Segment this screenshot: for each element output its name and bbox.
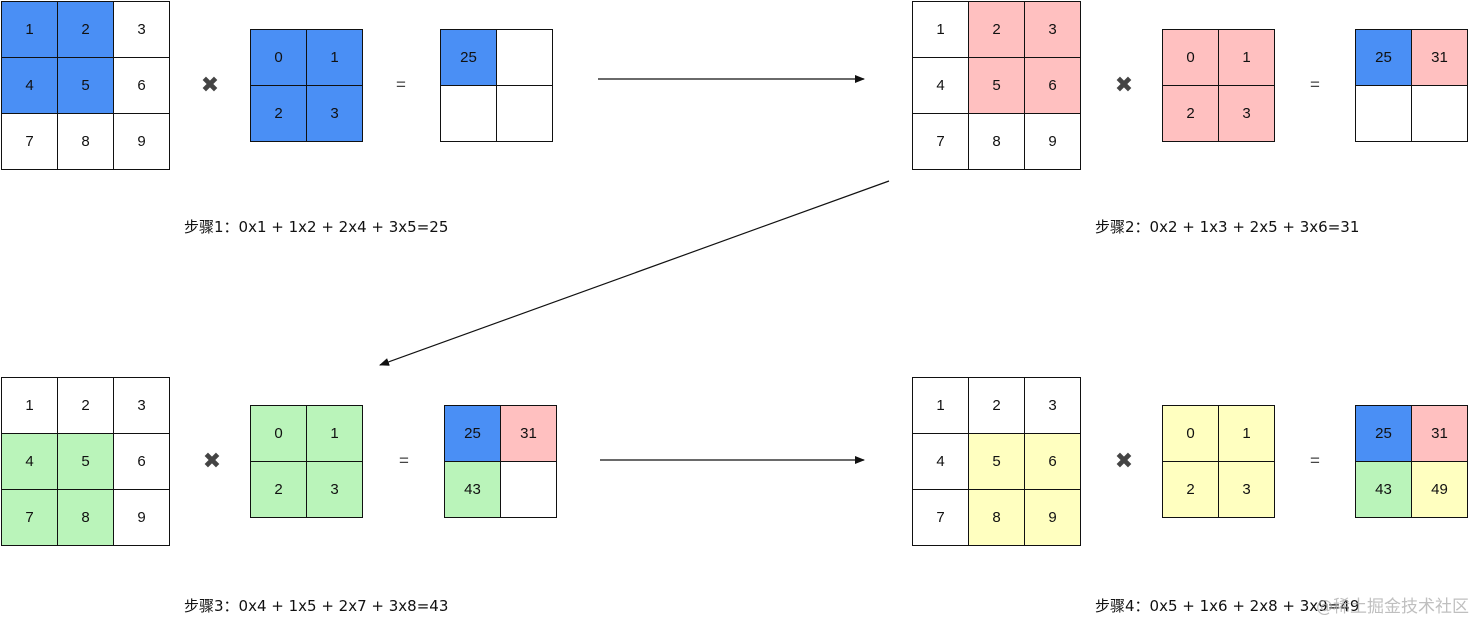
input-cell: 2	[58, 378, 114, 434]
kernel-cell: 3	[1219, 462, 1275, 518]
input-cell: 4	[913, 58, 969, 114]
output-cell: 31	[1412, 406, 1468, 462]
kernel-cell: 0	[251, 30, 307, 86]
output-cell	[501, 462, 557, 518]
input-cell: 4	[2, 58, 58, 114]
kernel-cell: 2	[251, 462, 307, 518]
step2-caption: 步骤2：0x2 + 1x3 + 2x5 + 3x6=31	[1095, 218, 1360, 236]
kernel-cell: 2	[1163, 462, 1219, 518]
output-cell: 49	[1412, 462, 1468, 518]
output-cell	[441, 86, 497, 142]
output-cell: 25	[1356, 406, 1412, 462]
input-cell: 1	[2, 2, 58, 58]
kernel-cell: 2	[1163, 86, 1219, 142]
kernel-cell: 0	[1163, 406, 1219, 462]
output-cell: 31	[1412, 30, 1468, 86]
input-cell: 7	[913, 114, 969, 170]
input-cell: 3	[114, 2, 170, 58]
input-cell: 1	[2, 378, 58, 434]
watermark: @稀土掘金技术社区	[1316, 597, 1469, 617]
input-cell: 9	[1025, 114, 1081, 170]
input-cell: 4	[2, 434, 58, 490]
kernel-cell: 0	[1163, 30, 1219, 86]
arrow-step2-to-step3	[379, 180, 890, 366]
input-cell: 7	[2, 490, 58, 546]
input-cell: 6	[114, 58, 170, 114]
kernel-cell: 3	[307, 86, 363, 142]
step1-caption: 步骤1：0x1 + 1x2 + 2x4 + 3x5=25	[184, 218, 449, 236]
input-cell: 5	[58, 58, 114, 114]
kernel-cell: 1	[307, 30, 363, 86]
input-cell: 3	[1025, 378, 1081, 434]
output-cell: 25	[445, 406, 501, 462]
step2-equals-sign: =	[1310, 75, 1320, 94]
step1-output-matrix: 25	[440, 29, 553, 142]
output-cell	[497, 30, 553, 86]
step4-caption: 步骤4：0x5 + 1x6 + 2x8 + 3x9=49	[1095, 597, 1360, 615]
step1-equals-sign: =	[396, 75, 406, 94]
output-cell: 25	[441, 30, 497, 86]
output-cell: 31	[501, 406, 557, 462]
output-cell: 25	[1356, 30, 1412, 86]
output-cell	[1412, 86, 1468, 142]
output-cell	[497, 86, 553, 142]
input-cell: 1	[913, 2, 969, 58]
kernel-cell: 3	[1219, 86, 1275, 142]
input-cell: 8	[58, 490, 114, 546]
kernel-cell: 0	[251, 406, 307, 462]
input-cell: 3	[114, 378, 170, 434]
output-cell	[1356, 86, 1412, 142]
input-cell: 2	[969, 2, 1025, 58]
step3-times-icon: ✖	[202, 448, 222, 473]
kernel-cell: 1	[1219, 30, 1275, 86]
input-cell: 7	[2, 114, 58, 170]
kernel-cell: 3	[307, 462, 363, 518]
input-cell: 5	[58, 434, 114, 490]
input-cell: 8	[969, 114, 1025, 170]
input-cell: 8	[969, 490, 1025, 546]
input-cell: 9	[114, 490, 170, 546]
input-cell: 6	[114, 434, 170, 490]
step3-caption: 步骤3：0x4 + 1x5 + 2x7 + 3x8=43	[184, 597, 449, 615]
input-cell: 9	[114, 114, 170, 170]
step4-times-icon: ✖	[1114, 448, 1134, 473]
input-cell: 5	[969, 58, 1025, 114]
input-cell: 3	[1025, 2, 1081, 58]
kernel-cell: 1	[1219, 406, 1275, 462]
step3-equals-sign: =	[399, 451, 409, 470]
input-cell: 6	[1025, 434, 1081, 490]
input-cell: 1	[913, 378, 969, 434]
output-cell: 43	[1356, 462, 1412, 518]
input-cell: 8	[58, 114, 114, 170]
input-cell: 6	[1025, 58, 1081, 114]
input-cell: 7	[913, 490, 969, 546]
output-cell: 43	[445, 462, 501, 518]
kernel-cell: 2	[251, 86, 307, 142]
step1-times-icon: ✖	[200, 72, 220, 97]
input-cell: 4	[913, 434, 969, 490]
input-cell: 5	[969, 434, 1025, 490]
input-cell: 2	[969, 378, 1025, 434]
input-cell: 2	[58, 2, 114, 58]
step4-equals-sign: =	[1310, 451, 1320, 470]
input-cell: 9	[1025, 490, 1081, 546]
kernel-cell: 1	[307, 406, 363, 462]
step2-times-icon: ✖	[1114, 72, 1134, 97]
